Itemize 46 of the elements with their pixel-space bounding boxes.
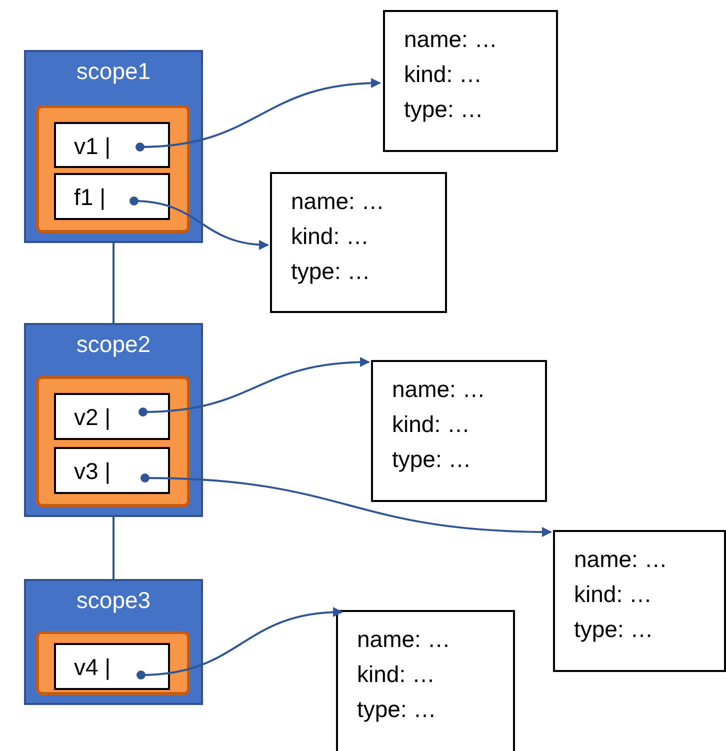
field-label: name: … bbox=[574, 545, 668, 574]
variable-list-panel bbox=[36, 631, 190, 695]
pointer-arrow bbox=[140, 474, 552, 537]
variable-label: v2 | bbox=[74, 404, 111, 431]
field-label: kind: … bbox=[574, 580, 652, 609]
variable-list-panel bbox=[36, 376, 190, 507]
record-box bbox=[371, 360, 547, 502]
connector-line bbox=[112, 517, 114, 579]
field-label: type: … bbox=[291, 257, 370, 286]
field-label: kind: … bbox=[404, 60, 482, 89]
pointer-arrow bbox=[138, 357, 370, 416]
scope-box bbox=[24, 579, 203, 705]
variable-cell bbox=[54, 173, 170, 220]
variable-cell bbox=[54, 122, 170, 168]
field-label: type: … bbox=[404, 95, 484, 124]
scope-title: scope3 bbox=[75, 587, 152, 614]
field-label: kind: … bbox=[357, 660, 435, 689]
variable-label: v1 | bbox=[74, 133, 111, 160]
field-label: type: … bbox=[574, 615, 654, 644]
connector-line bbox=[112, 243, 114, 323]
scope-title: scope2 bbox=[75, 331, 152, 358]
pointer-arrow bbox=[136, 78, 381, 152]
variable-cell bbox=[54, 393, 170, 440]
record-box bbox=[383, 10, 558, 152]
variable-cell bbox=[54, 643, 170, 690]
variable-label: v4 | bbox=[74, 654, 111, 681]
field-label: kind: … bbox=[291, 222, 369, 251]
field-label: name: … bbox=[357, 625, 450, 654]
field-label: type: … bbox=[392, 445, 472, 474]
scope-title: scope1 bbox=[75, 58, 152, 85]
record-box bbox=[553, 530, 726, 672]
variable-cell bbox=[54, 447, 170, 494]
field-label: name: … bbox=[291, 187, 384, 216]
pointer-arrow bbox=[130, 196, 269, 250]
scope-box bbox=[24, 50, 203, 243]
variable-list-panel bbox=[36, 105, 190, 233]
variable-label: v3 | bbox=[74, 458, 111, 485]
record-box bbox=[270, 172, 447, 313]
variable-label: f1 | bbox=[74, 184, 106, 211]
pointer-arrow bbox=[136, 608, 343, 680]
record-box bbox=[336, 610, 515, 751]
field-label: type: … bbox=[357, 695, 436, 724]
field-label: kind: … bbox=[392, 410, 470, 439]
field-label: name: … bbox=[392, 375, 486, 404]
field-label: name: … bbox=[404, 25, 498, 54]
scope-box bbox=[24, 323, 203, 517]
